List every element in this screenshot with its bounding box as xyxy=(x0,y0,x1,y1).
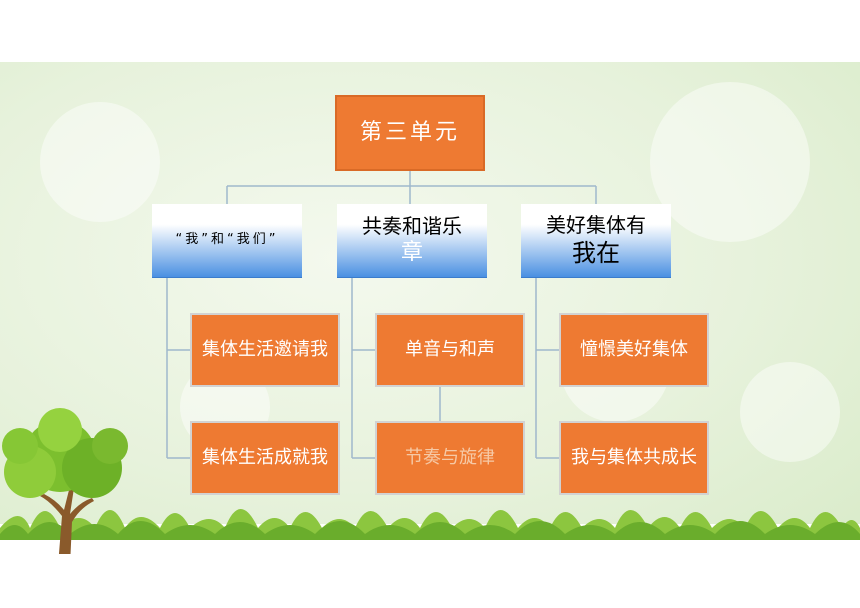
tree-illustration xyxy=(2,408,128,554)
leaf-node-label: 憧憬美好集体 xyxy=(580,338,688,360)
category-node-label-line1: 共奏和谐乐 xyxy=(362,214,462,239)
category-node-we: “我”和“我们” xyxy=(152,204,302,278)
root-node: 第三单元 xyxy=(335,95,485,171)
background-bokeh xyxy=(650,82,810,242)
leaf-node-label: 我与集体共成长 xyxy=(571,446,697,468)
leaf-node-label: 单音与和声 xyxy=(405,338,495,360)
category-node-harmony: 共奏和谐乐 章 xyxy=(337,204,487,278)
category-node-label-line2: 我在 xyxy=(572,239,620,267)
root-node-label: 第三单元 xyxy=(359,120,460,146)
category-node-label-line1: 美好集体有 xyxy=(546,213,646,237)
leaf-node: 我与集体共成长 xyxy=(559,421,709,495)
leaf-node-label: 集体生活成就我 xyxy=(202,446,328,468)
leaf-node: 憧憬美好集体 xyxy=(559,313,709,387)
leaf-node: 节奏与旋律 xyxy=(375,421,525,495)
category-node-label: “我”和“我们” xyxy=(175,232,279,248)
background-bokeh xyxy=(740,362,840,462)
grass-strip xyxy=(0,509,860,554)
leaf-node-label: 节奏与旋律 xyxy=(405,446,495,468)
category-node-collective: 美好集体有 我在 xyxy=(521,204,671,278)
leaf-node: 集体生活成就我 xyxy=(190,421,340,495)
leaf-node: 单音与和声 xyxy=(375,313,525,387)
leaf-node: 集体生活邀请我 xyxy=(190,313,340,387)
category-node-label-line2: 章 xyxy=(400,240,423,266)
leaf-node-label: 集体生活邀请我 xyxy=(202,338,328,360)
background-bokeh xyxy=(40,102,160,222)
